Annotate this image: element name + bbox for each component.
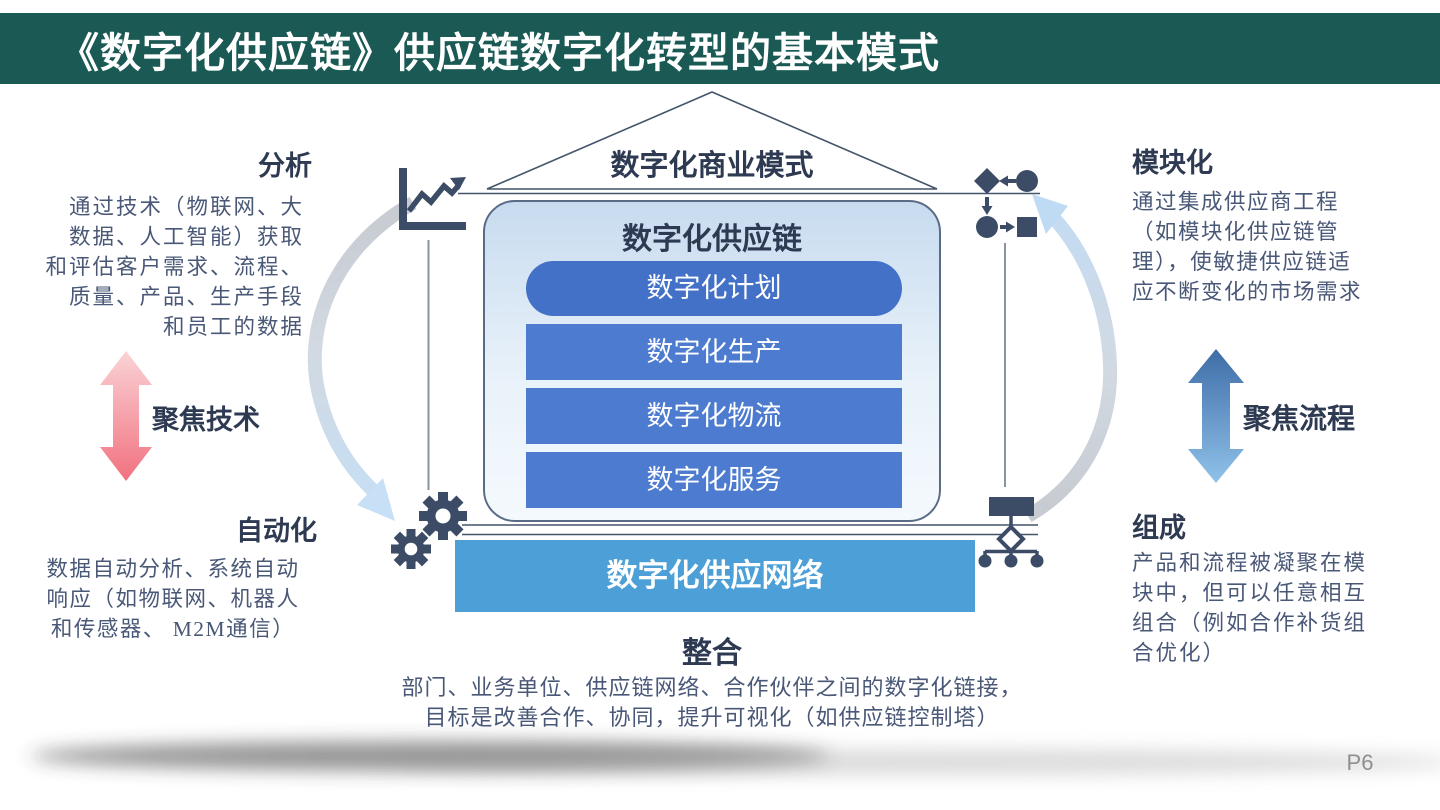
- automation-body: 数据自动分析、系统自动 响应（如物联网、机器人 和传感器、 M2M通信）: [46, 557, 300, 642]
- slide-title: 《数字化供应链》供应链数字化转型的基本模式: [58, 29, 940, 76]
- process-focus-label: 聚焦流程: [1243, 403, 1356, 434]
- house-walls: [427, 240, 1006, 490]
- analysis-heading: 分析: [258, 151, 312, 181]
- trend-chart-icon: [399, 168, 466, 230]
- tech-focus-label: 聚焦技术: [152, 405, 260, 435]
- integration-body: 部门、业务单位、供应链网络、合作伙伴之间的数字化链接， 目标是改善合作、协同，提…: [401, 675, 1023, 730]
- layer-service: 数字化服务: [526, 452, 902, 508]
- analysis-body: 通过技术（物联网、大 数据、人工智能）获取 和评估客户需求、流程、 质量、产品、…: [45, 195, 304, 340]
- layer-logistics: 数字化物流: [526, 388, 902, 444]
- flowchart-icon: [974, 168, 1038, 238]
- digital-supply-chain-title: 数字化供应链: [622, 223, 802, 256]
- right-cycle-arrow: [1024, 194, 1118, 523]
- modularity-body: 通过集成供应商工程 （如模块化供应链管 理），使敏捷供应链适 应不断变化的市场需…: [1132, 190, 1363, 305]
- bottom-shadow: [30, 741, 1440, 775]
- left-cycle-arrow: [307, 196, 417, 521]
- gears-icon: [391, 492, 467, 569]
- roof-label: 数字化商业模式: [610, 150, 814, 182]
- composition-heading: 组成: [1132, 513, 1186, 543]
- digital-supply-network-bar: 数字化供应网络: [455, 540, 975, 612]
- digital-supply-chain-box: 数字化供应链 数字化计划 数字化生产 数字化物流 数字化服务: [483, 200, 941, 522]
- process-focus-arrow: [1188, 349, 1244, 483]
- house-floor-lines: [462, 524, 1038, 536]
- org-tree-icon: [978, 497, 1044, 568]
- composition-body: 产品和流程被凝聚在模 块中，但可以任意相互 组合（例如合作补货组 合优化）: [1132, 551, 1368, 666]
- slide-title-bar: 《数字化供应链》供应链数字化转型的基本模式: [0, 13, 1440, 84]
- house-roof: [458, 91, 1040, 195]
- supply-chain-layer-list: 数字化计划 数字化生产 数字化物流 数字化服务: [526, 261, 902, 508]
- integration-heading: 整合: [682, 637, 742, 670]
- page-number: P6: [1346, 750, 1374, 775]
- modularity-heading: 模块化: [1132, 148, 1213, 178]
- layer-plan: 数字化计划: [526, 261, 902, 316]
- tech-focus-arrow: [100, 351, 152, 481]
- layer-production: 数字化生产: [526, 324, 902, 380]
- automation-heading: 自动化: [236, 516, 317, 546]
